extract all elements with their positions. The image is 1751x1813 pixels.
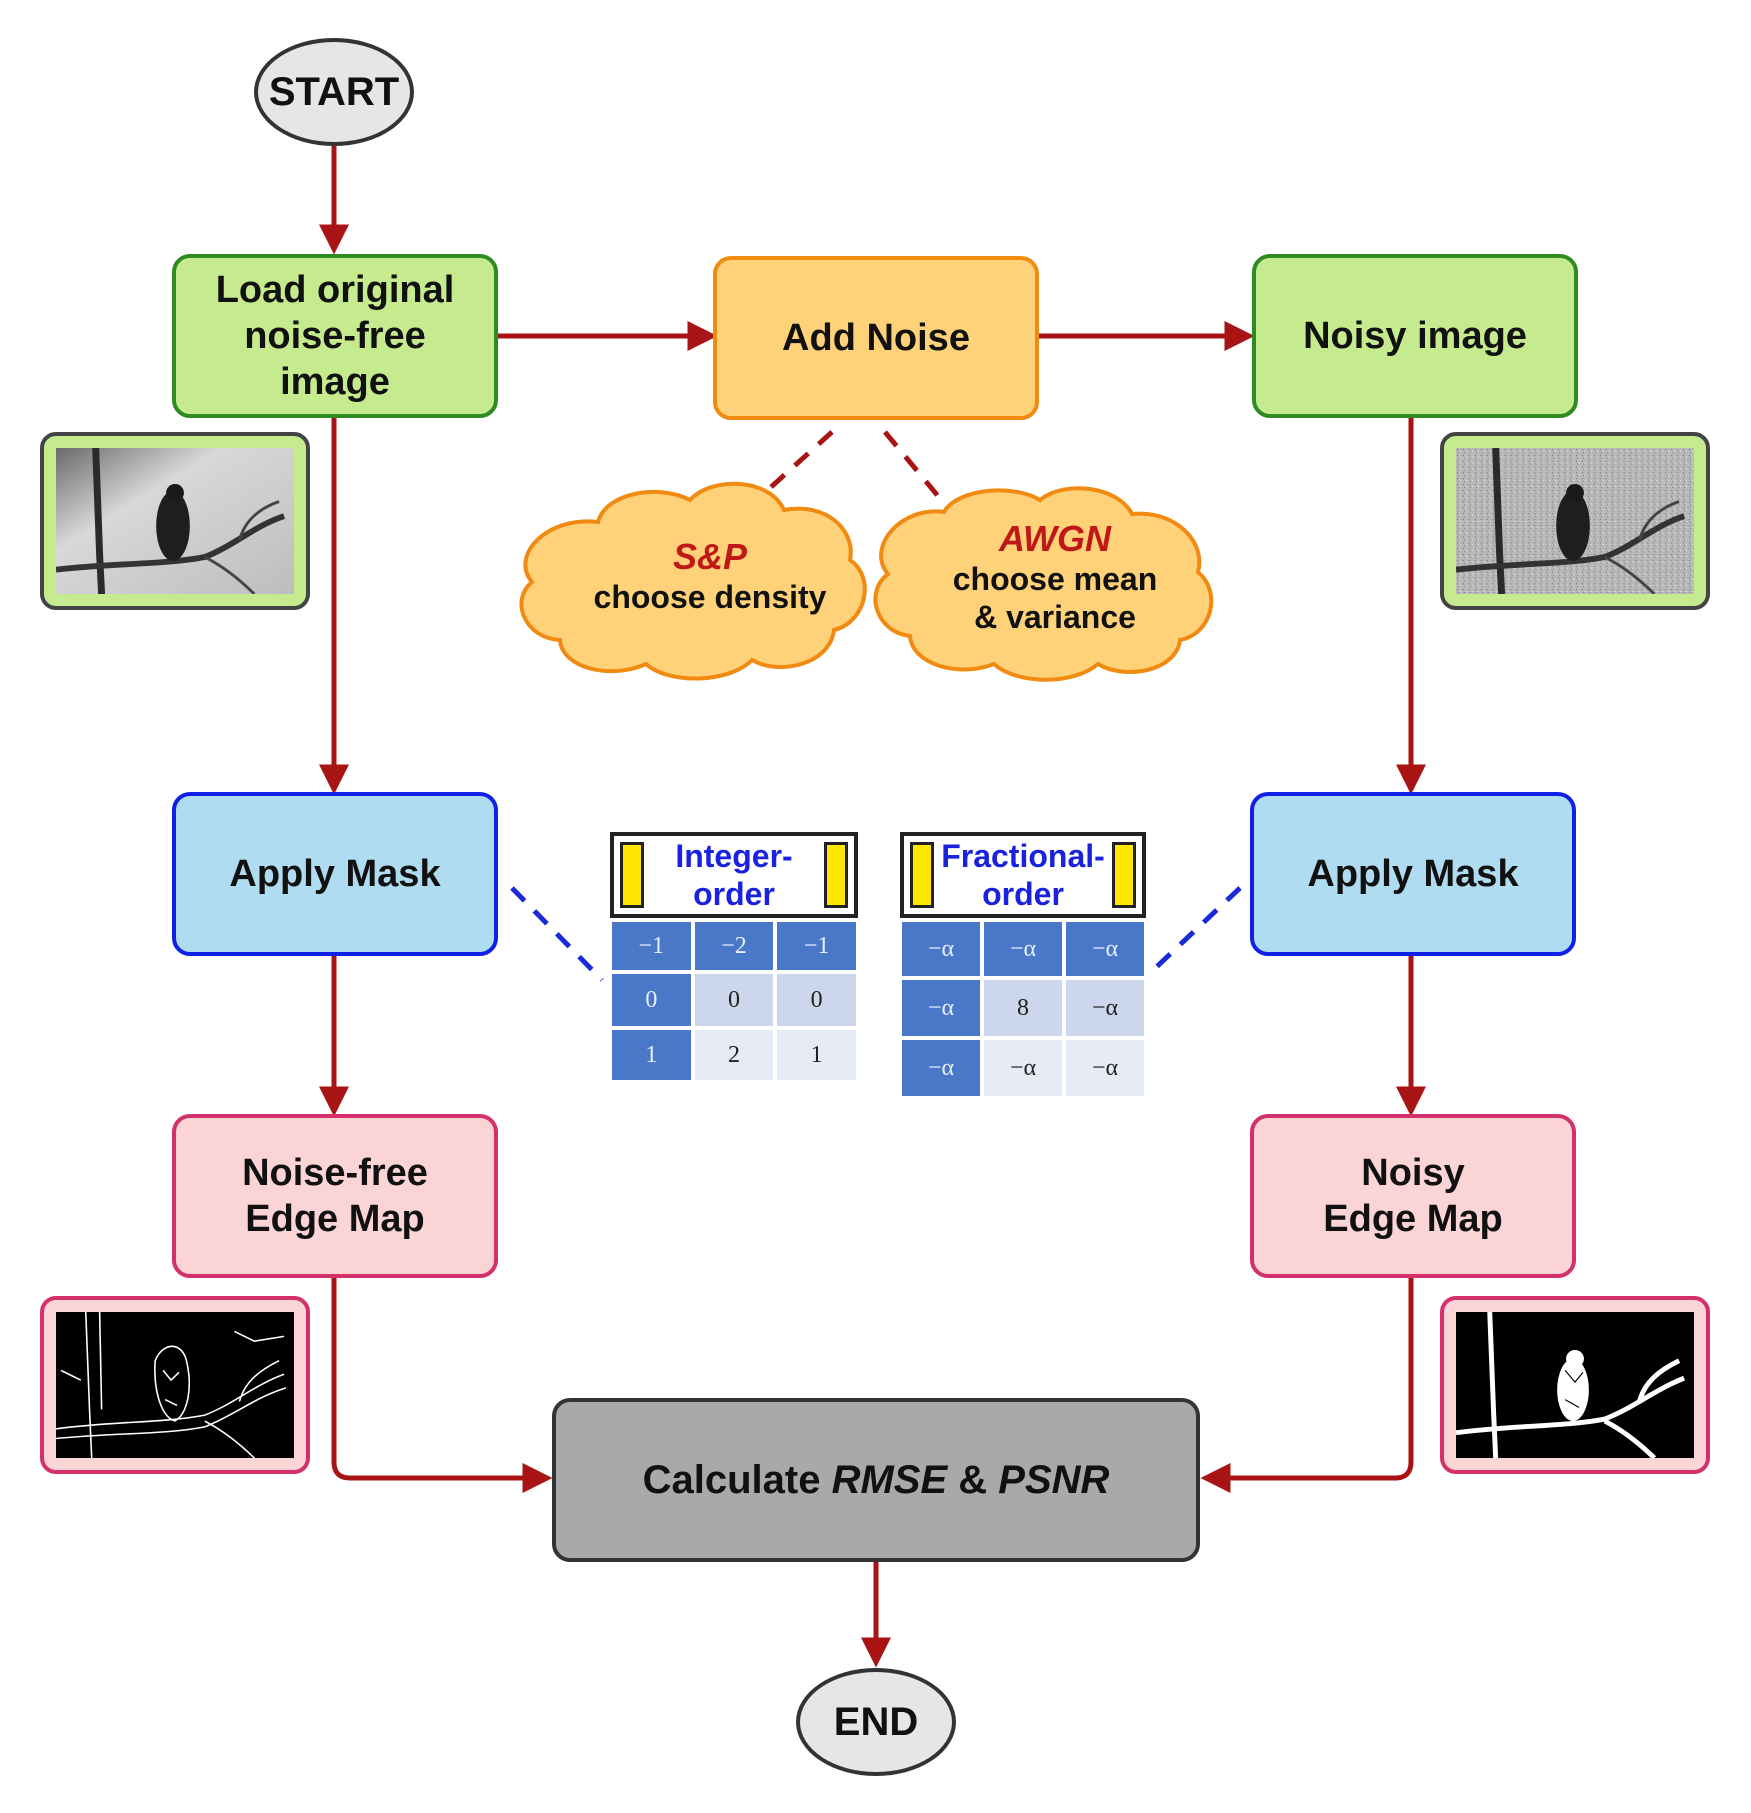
calculate-amp: & — [947, 1458, 999, 1502]
apply-mask-right-label: Apply Mask — [1307, 853, 1519, 895]
awgn-subtitle-line1: choose mean — [952, 561, 1158, 597]
fractional-title-bar-left — [910, 842, 934, 908]
sp-subtitle: choose density — [593, 579, 827, 615]
noisy-image-thumbnail — [1440, 432, 1710, 610]
calculate-psnr: PSNR — [998, 1458, 1110, 1502]
fractional-order-label: Fractional- order — [941, 837, 1105, 913]
matrix-cell: −α — [900, 920, 982, 978]
matrix-cell: −1 — [610, 920, 693, 972]
noise-free-edge-line1: Noise-free — [242, 1152, 428, 1194]
noisy-edge-thumbnail — [1440, 1296, 1710, 1474]
cloud-sp — [519, 481, 867, 681]
noisy-image-box: Noisy image — [1252, 254, 1578, 418]
noise-free-edge-line2: Edge Map — [245, 1198, 425, 1240]
end-terminal: END — [796, 1668, 956, 1776]
calculate-rmse: RMSE — [831, 1458, 948, 1502]
matrix-cell: 1 — [775, 1028, 858, 1082]
noisy-edge-line2: Edge Map — [1323, 1198, 1503, 1240]
matrix-cell: −α — [982, 920, 1064, 978]
arrow-edge-left-to-calc — [331, 1275, 553, 1493]
matrix-cell: 0 — [692, 972, 776, 1028]
matrix-cell: 0 — [775, 972, 858, 1028]
arrow-edge-right-to-calc — [1200, 1275, 1414, 1493]
integer-order-line1: Integer- — [675, 838, 793, 874]
noisy-image-label: Noisy image — [1303, 315, 1527, 357]
fractional-title-bar-right — [1112, 842, 1136, 908]
sp-cloud-text: S&P choose density — [560, 536, 860, 616]
integer-order-line2: order — [693, 876, 775, 912]
matrix-cell: 0 — [610, 972, 693, 1028]
apply-mask-right-box: Apply Mask — [1250, 792, 1576, 956]
noise-free-edge-thumbnail — [40, 1296, 310, 1474]
matrix-cell: 1 — [610, 1028, 693, 1082]
dash-mask-right-to-fractional — [1146, 886, 1242, 977]
awgn-cloud-text: AWGN choose mean & variance — [900, 518, 1210, 636]
matrix-cell: −α — [900, 1038, 982, 1098]
dash-mask-left-to-integer — [510, 886, 604, 982]
add-noise-label: Add Noise — [782, 317, 970, 359]
matrix-cell: 8 — [982, 978, 1064, 1038]
original-image-thumbnail — [40, 432, 310, 610]
integer-title-bar-right — [824, 842, 848, 908]
matrix-cell: −1 — [775, 920, 858, 972]
matrix-cell: −α — [982, 1038, 1064, 1098]
matrix-cell: −α — [1064, 1038, 1146, 1098]
matrix-cell: −α — [1064, 920, 1146, 978]
start-terminal: START — [254, 38, 414, 146]
noisy-edge-line1: Noisy — [1361, 1152, 1465, 1194]
noisy-edge-map-box: Noisy Edge Map — [1250, 1114, 1576, 1278]
matrix-cell: 2 — [692, 1028, 776, 1082]
apply-mask-left-label: Apply Mask — [229, 853, 441, 895]
noise-free-edge-map-box: Noise-free Edge Map — [172, 1114, 498, 1278]
fractional-order-line1: Fractional- — [941, 838, 1105, 874]
integer-title-bar-left — [620, 842, 644, 908]
calculate-prefix: Calculate — [642, 1458, 832, 1502]
load-label-line3: image — [280, 361, 390, 403]
matrix-cell: −2 — [692, 920, 776, 972]
start-label: START — [268, 70, 400, 114]
load-label-line1: Load original — [215, 269, 455, 311]
fractional-order-line2: order — [982, 876, 1064, 912]
end-label: END — [833, 1700, 919, 1744]
awgn-title: AWGN — [999, 518, 1111, 559]
integer-order-label: Integer- order — [675, 837, 792, 913]
load-original-box: Load original noise-free image — [172, 254, 498, 418]
cloud-awgn — [873, 486, 1214, 682]
matrix-cell: −α — [900, 978, 982, 1038]
apply-mask-left-box: Apply Mask — [172, 792, 498, 956]
fractional-order-matrix: −α −α −α −α 8 −α −α −α −α — [900, 920, 1146, 1098]
sp-title: S&P — [672, 536, 748, 577]
integer-order-matrix: −1 −2 −1 0 0 0 1 2 1 — [610, 920, 858, 1082]
calculate-label: Calculate RMSE & PSNR — [643, 1456, 1110, 1504]
add-noise-box: Add Noise — [713, 256, 1039, 420]
awgn-subtitle-line2: & variance — [974, 599, 1136, 635]
fractional-order-title: Fractional- order — [900, 832, 1146, 918]
calculate-box: Calculate RMSE & PSNR — [552, 1398, 1200, 1562]
matrix-cell: −α — [1064, 978, 1146, 1038]
load-label-line2: noise-free — [244, 315, 426, 357]
integer-order-title: Integer- order — [610, 832, 858, 918]
